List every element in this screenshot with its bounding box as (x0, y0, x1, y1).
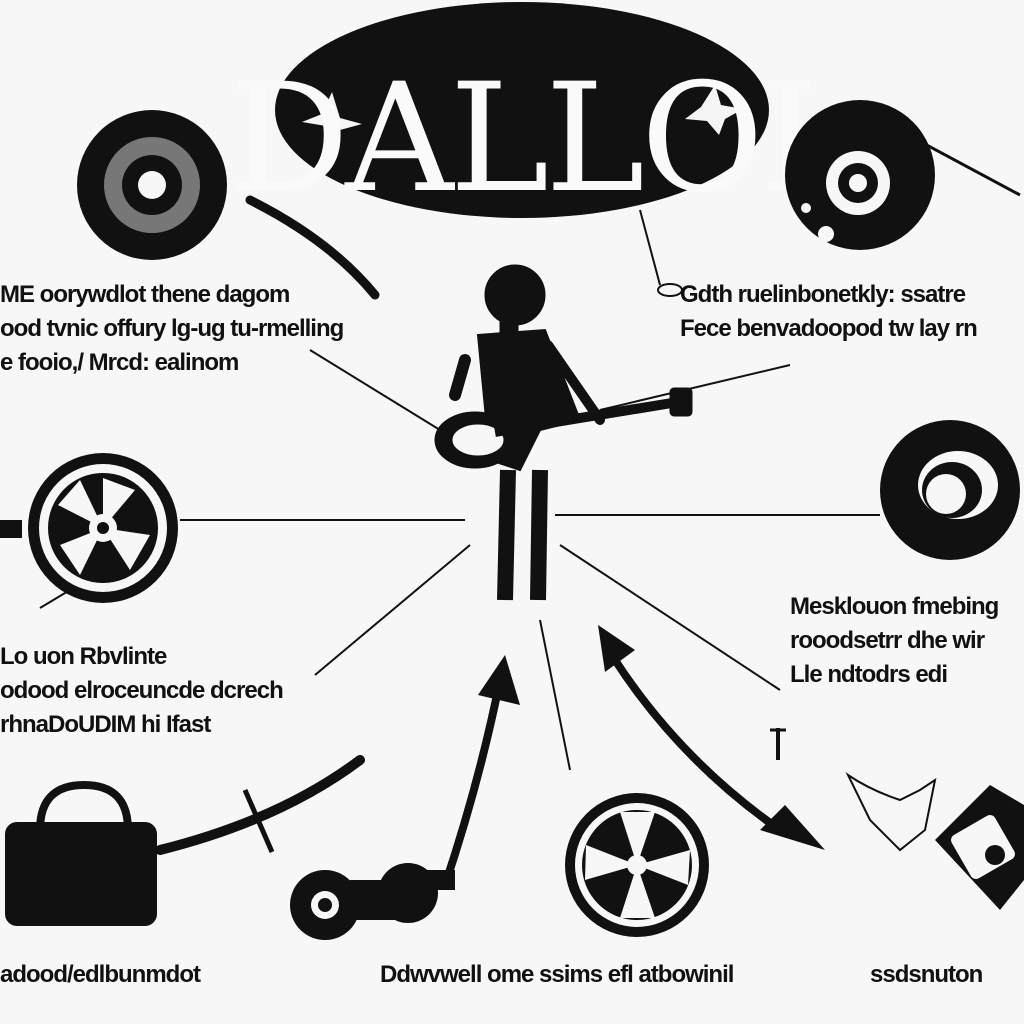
caption-mid-left: Lo uon Rbvlinte odood elroceuncde dcrech… (0, 640, 284, 742)
caption-line: ssdsnuton (870, 961, 983, 988)
cassette-reel-icon (785, 100, 1021, 250)
caption-top-left: ME oorywdlot thene dagom ood tvnic offur… (0, 278, 344, 380)
amplifier-speaker-icon (880, 420, 1020, 560)
caption-line: Lle ndtodrs edi (790, 661, 948, 688)
caption-line: odood elroceuncde dcrech (0, 677, 284, 704)
caption-bottom-right: ssdsnuton (870, 958, 983, 992)
caption-line: rhnaDoUDIM hi Ifast (0, 711, 211, 738)
title-badge: DALLOI (229, 2, 819, 226)
caption-line: Lo uon Rbvlinte (0, 643, 167, 670)
title-text: DALLOI (229, 52, 815, 226)
connector-lines (39, 195, 880, 855)
caption-line: Mesklouon fmebing (790, 593, 999, 620)
star-icon (685, 85, 743, 135)
bag-icon (5, 780, 157, 926)
caption-mid-right: Mesklouon fmebing rooodsetrr dhe wir Lle… (790, 590, 999, 692)
caption-line: Fece benvadoopod tw lay rn (680, 315, 978, 342)
film-reel-icon (0, 453, 178, 603)
arrows (441, 625, 825, 887)
caption-bottom-center: Ddwvwell ome ssims efl atbowinil (380, 958, 734, 992)
caption-line: ME oorywdlot thene dagom (0, 281, 290, 308)
caption-bottom-left: adood/edlbunmdot (0, 958, 201, 992)
caption-top-right: Gdth ruelinbonetkly: ssatre Fece benvado… (680, 278, 978, 346)
caption-line: ood tvnic offury lg-ug tu-rmelling (0, 315, 344, 342)
radio-device-icon (845, 772, 1024, 910)
guitarist-figure (434, 264, 693, 601)
caption-line: Ddwvwell ome ssims efl atbowinil (380, 961, 734, 988)
star-icon (302, 92, 362, 140)
vinyl-record-icon (77, 110, 227, 260)
caption-line: adood/edlbunmdot (0, 961, 201, 988)
caption-line: Gdth ruelinbonetkly: ssatre (680, 281, 966, 308)
wheel-icon (565, 793, 709, 937)
caption-line: rooodsetrr dhe wir (790, 627, 985, 654)
arrow-up-icon (478, 655, 520, 705)
arrow-down-icon (760, 805, 825, 850)
arrow-up-icon (598, 625, 635, 672)
caption-line: e fooio,/ Mrcd: ealinom (0, 349, 239, 376)
scooter-wheels-icon (290, 863, 455, 940)
